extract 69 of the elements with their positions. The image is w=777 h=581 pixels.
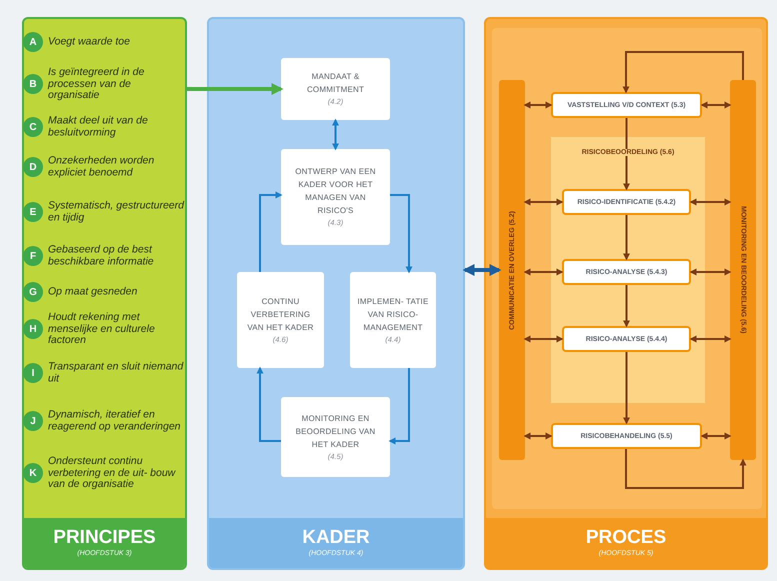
framework-panel [207, 17, 465, 570]
principle-text: Voegt waarde toe [48, 36, 131, 48]
process-box [237, 272, 324, 368]
double-arrow [524, 198, 564, 206]
double-arrow [690, 198, 732, 206]
double-arrow [524, 432, 552, 440]
letter-badge: E [23, 202, 43, 222]
letter-badge: F [23, 246, 43, 266]
double-arrow [332, 118, 339, 150]
box-label: IMPLEMEN- TATIE VAN RISICO- MANAGEMENT [356, 296, 430, 334]
principle-text: Op maat gesneden [48, 286, 138, 298]
double-arrow [462, 264, 502, 276]
process-panel [484, 17, 768, 570]
double-arrow [524, 102, 552, 108]
double-arrow [700, 432, 732, 440]
panel-title: PRINCIPES [53, 527, 156, 549]
double-arrow [690, 336, 732, 342]
arrow [623, 352, 630, 424]
principles-panel [22, 17, 187, 570]
letter-badge: G [23, 282, 43, 302]
arrow [623, 118, 630, 190]
principle-text: Ondersteunt continu verbetering en de uit- bouw van de organisatie [48, 456, 177, 490]
principle-text: Systematisch, gestructureerd en tijdig [48, 200, 184, 224]
principle-text: Dynamisch, iteratief en reagerend op veranderingen [48, 410, 182, 432]
arrow [623, 285, 630, 328]
panel-title: KADER [302, 527, 370, 549]
double-arrow [524, 336, 564, 342]
arrow [625, 449, 746, 489]
box-label: ONTWERP VAN EEN KADER VOOR HET MANAGEN VAN RISICO'S [294, 166, 377, 217]
double-arrow [690, 268, 732, 276]
process-box [562, 189, 691, 215]
assessment-area [551, 137, 705, 403]
letter-badge: H [23, 319, 43, 339]
double-arrow [700, 102, 732, 108]
process-box [551, 423, 702, 449]
arrow [623, 215, 630, 260]
vertical-bar [730, 80, 756, 460]
letter-badge: K [23, 463, 43, 483]
process-box [562, 259, 691, 285]
vertical-bar [499, 80, 525, 460]
arrow [622, 51, 744, 94]
process-box [281, 58, 390, 120]
process-box [281, 149, 390, 245]
principle-text: Onzekerheden worden expliciet benoemd [48, 156, 156, 178]
principle-text: Maakt deel uit van de besluitvorming [48, 116, 149, 138]
panel-title: PROCES [586, 527, 666, 549]
process-box [350, 272, 436, 368]
arrow [388, 368, 410, 444]
letter-badge: B [23, 74, 43, 94]
double-arrow [524, 268, 564, 276]
process-box [281, 397, 390, 477]
box-label: MONITORING EN BEOORDELING VAN HET KADER [294, 412, 376, 450]
letter-badge: D [23, 157, 43, 177]
process-box [562, 326, 691, 352]
letter-badge: A [23, 32, 43, 52]
principle-text: Transparant en sluit niemand uit [48, 362, 184, 384]
box-label: MANDAAT & COMMITMENT [306, 71, 366, 96]
arrow [259, 192, 282, 272]
box-label: CONTINU VERBETERING VAN HET KADER [246, 296, 315, 334]
process-box [551, 92, 702, 118]
principle-text: Is geïntegreerd in de processen van de organisatie [48, 66, 146, 102]
principle-text: Gebaseerd op de best beschikbare informatie [48, 244, 155, 268]
letter-badge: C [23, 117, 43, 137]
principle-text: Houdt rekening met menselijke en culturele factoren [48, 312, 156, 346]
arrow [390, 194, 412, 274]
letter-badge: J [23, 411, 43, 431]
arrow [256, 366, 281, 442]
letter-badge: I [23, 363, 43, 383]
arrow [187, 83, 284, 95]
